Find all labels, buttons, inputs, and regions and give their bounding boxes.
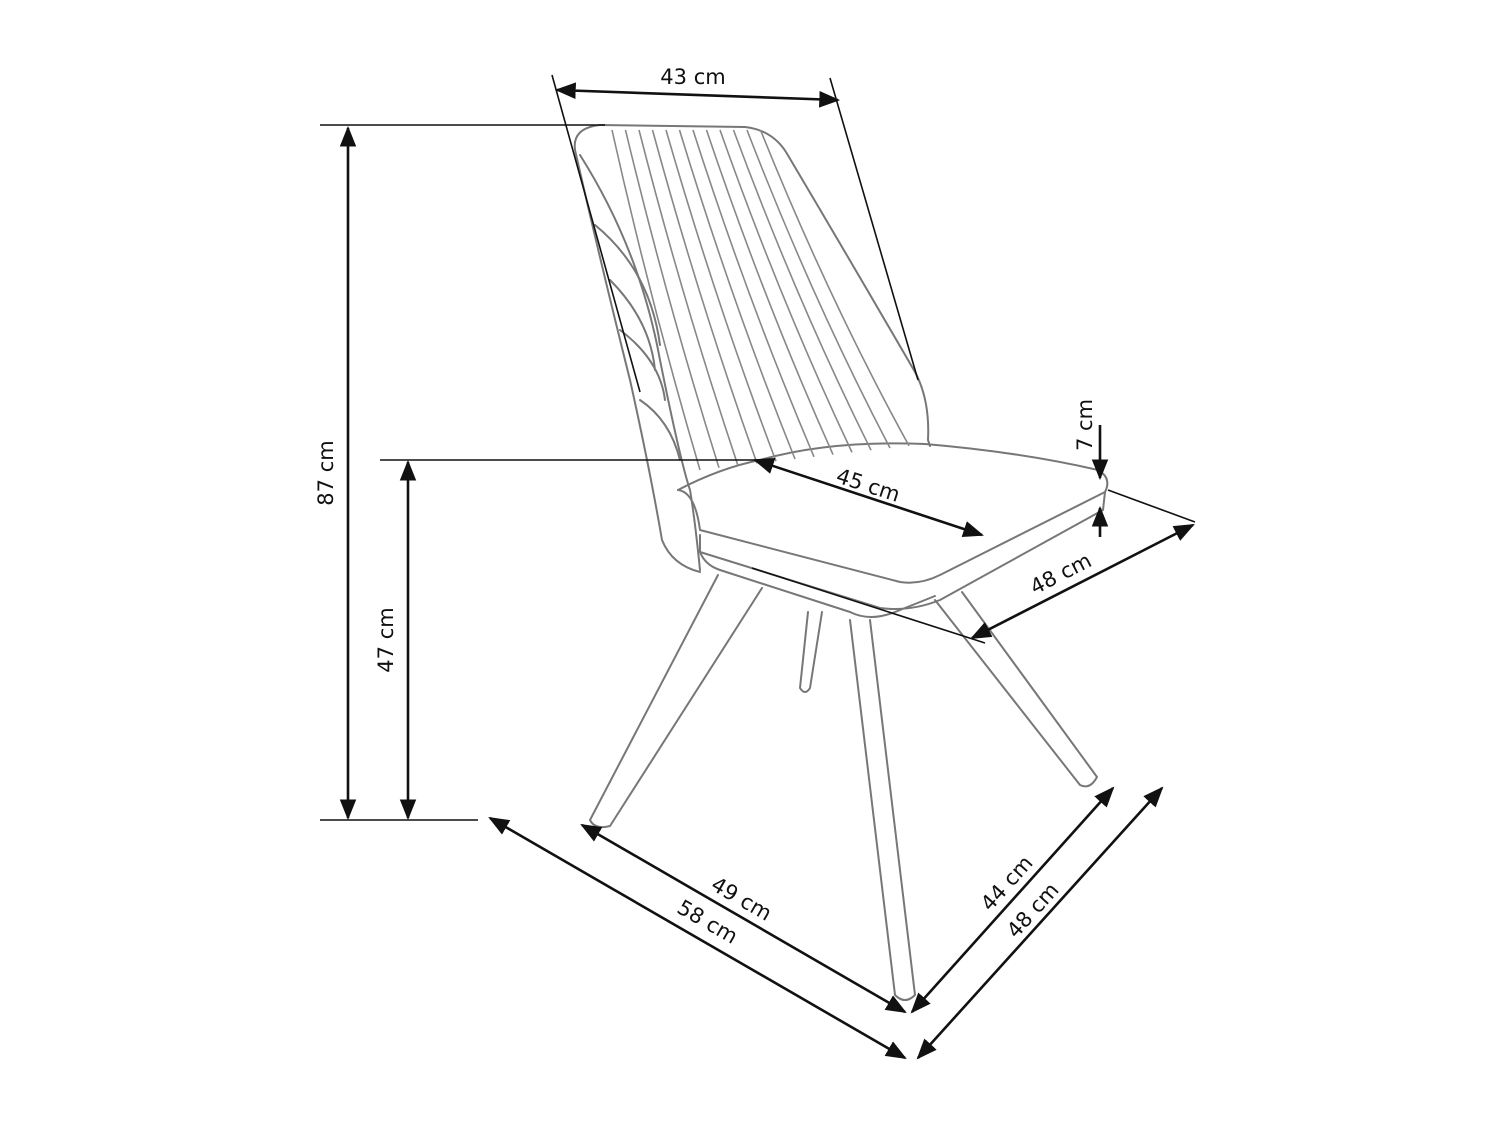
- label-total-height: 87 cm: [314, 440, 338, 505]
- dim-43-arrow: [554, 82, 841, 108]
- dim-48-legs-arrow: [916, 786, 1164, 1060]
- backrest-stripe: [759, 129, 910, 447]
- backrest-outline: [599, 124, 931, 447]
- backrest-stripe: [611, 129, 701, 471]
- seat-bottom: [699, 551, 936, 618]
- backrest-stripe: [705, 129, 834, 455]
- seat-front: [677, 489, 1106, 610]
- backrest-stripe: [746, 129, 891, 449]
- leg-front-right: [849, 619, 916, 1001]
- backrest-stripe: [719, 129, 853, 453]
- backrest-stripe: [678, 129, 796, 460]
- backrest-stripes: [611, 129, 910, 471]
- dim-48-seat-arrow: [970, 523, 1195, 640]
- dim-45-arrow: [753, 457, 984, 538]
- backrest-stripe: [665, 129, 777, 462]
- dimension-arrows: [339, 82, 1195, 1060]
- backrest-stripe: [692, 129, 815, 458]
- label-seat-depth: 45 cm: [833, 464, 903, 507]
- label-backrest-width: 43 cm: [660, 65, 725, 89]
- backrest-inner-edge: [579, 154, 701, 571]
- extension-lines: [320, 74, 1196, 821]
- label-seat-height: 47 cm: [374, 607, 398, 672]
- dim-58-arrow: [488, 816, 907, 1060]
- backrest-stripe: [624, 129, 720, 469]
- leg-back-right: [934, 591, 1098, 788]
- leg-front-left: [589, 574, 763, 829]
- backrest-stripe: [638, 129, 739, 466]
- dim-49-arrow: [580, 823, 907, 1014]
- dim-44-arrow: [910, 786, 1115, 1014]
- backrest-left-edge: [573, 124, 701, 573]
- label-seat-thickness: 7 cm: [1073, 399, 1097, 451]
- dimension-labels: 43 cm 87 cm 47 cm 45 cm 7 cm 48 cm 49 cm…: [314, 65, 1097, 949]
- leg-back-left: [799, 611, 823, 693]
- backrest-stripe: [651, 129, 758, 464]
- backrest-side-panel: [594, 224, 681, 461]
- backrest-stripe: [732, 129, 872, 451]
